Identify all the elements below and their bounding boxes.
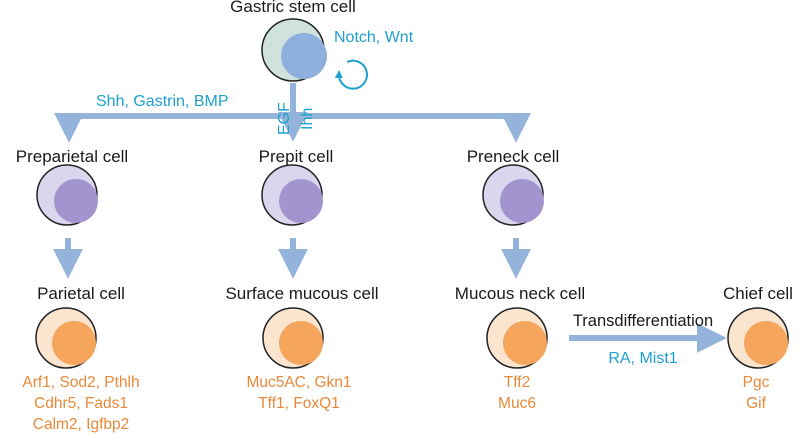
preneck-cell-label: Preneck cell xyxy=(467,147,560,166)
transdifferentiation-factors: RA, Mist1 xyxy=(608,350,677,367)
egf-signal: EGF xyxy=(276,102,293,135)
parietal-marker-2: Cdhr5, Fads1 xyxy=(34,395,128,412)
mucous-neck-cell-icon xyxy=(486,307,548,369)
preparietal-cell-label: Preparietal cell xyxy=(16,147,128,166)
parietal-cell-icon xyxy=(35,307,97,369)
differentiation-arrows xyxy=(54,83,531,143)
surface-mucous-cell-label: Surface mucous cell xyxy=(225,284,378,303)
surface-mucous-marker-2: Tff1, FoxQ1 xyxy=(258,395,340,412)
preparietal-cell-icon xyxy=(36,164,98,226)
chief-cell-label: Chief cell xyxy=(723,284,793,303)
maturation-arrows xyxy=(53,238,531,279)
transdifferentiation-label: Transdifferentiation xyxy=(573,312,713,330)
surface-mucous-cell-icon xyxy=(262,307,324,369)
chief-cell-icon xyxy=(727,307,789,369)
stem-cell-label: Gastric stem cell xyxy=(230,0,356,16)
surface-mucous-marker-1: Muc5AC, Gkn1 xyxy=(246,374,351,391)
stem-cell-icon xyxy=(261,18,327,82)
parietal-marker-1: Arf1, Sod2, Pthlh xyxy=(22,374,139,391)
mucous-neck-marker-1: Tff2 xyxy=(504,374,530,391)
parietal-marker-3: Calm2, Igfbp2 xyxy=(33,416,130,433)
chief-marker-1: Pgc xyxy=(743,374,770,391)
parietal-cell-label: Parietal cell xyxy=(37,284,125,303)
preneck-cell-icon xyxy=(482,164,544,226)
self-renewal-signals: Notch, Wnt xyxy=(334,29,414,46)
prepit-cell-icon xyxy=(261,164,323,226)
chief-marker-2: Gif xyxy=(746,395,767,412)
parietal-branch-signals: Shh, Gastrin, BMP xyxy=(96,93,229,110)
mucous-neck-marker-2: Muc6 xyxy=(498,395,536,412)
self-renewal-arrow xyxy=(334,59,368,90)
prepit-cell-label: Prepit cell xyxy=(259,147,334,166)
ihh-signal: Ihh xyxy=(299,108,316,130)
mucous-neck-cell-label: Mucous neck cell xyxy=(455,284,585,303)
